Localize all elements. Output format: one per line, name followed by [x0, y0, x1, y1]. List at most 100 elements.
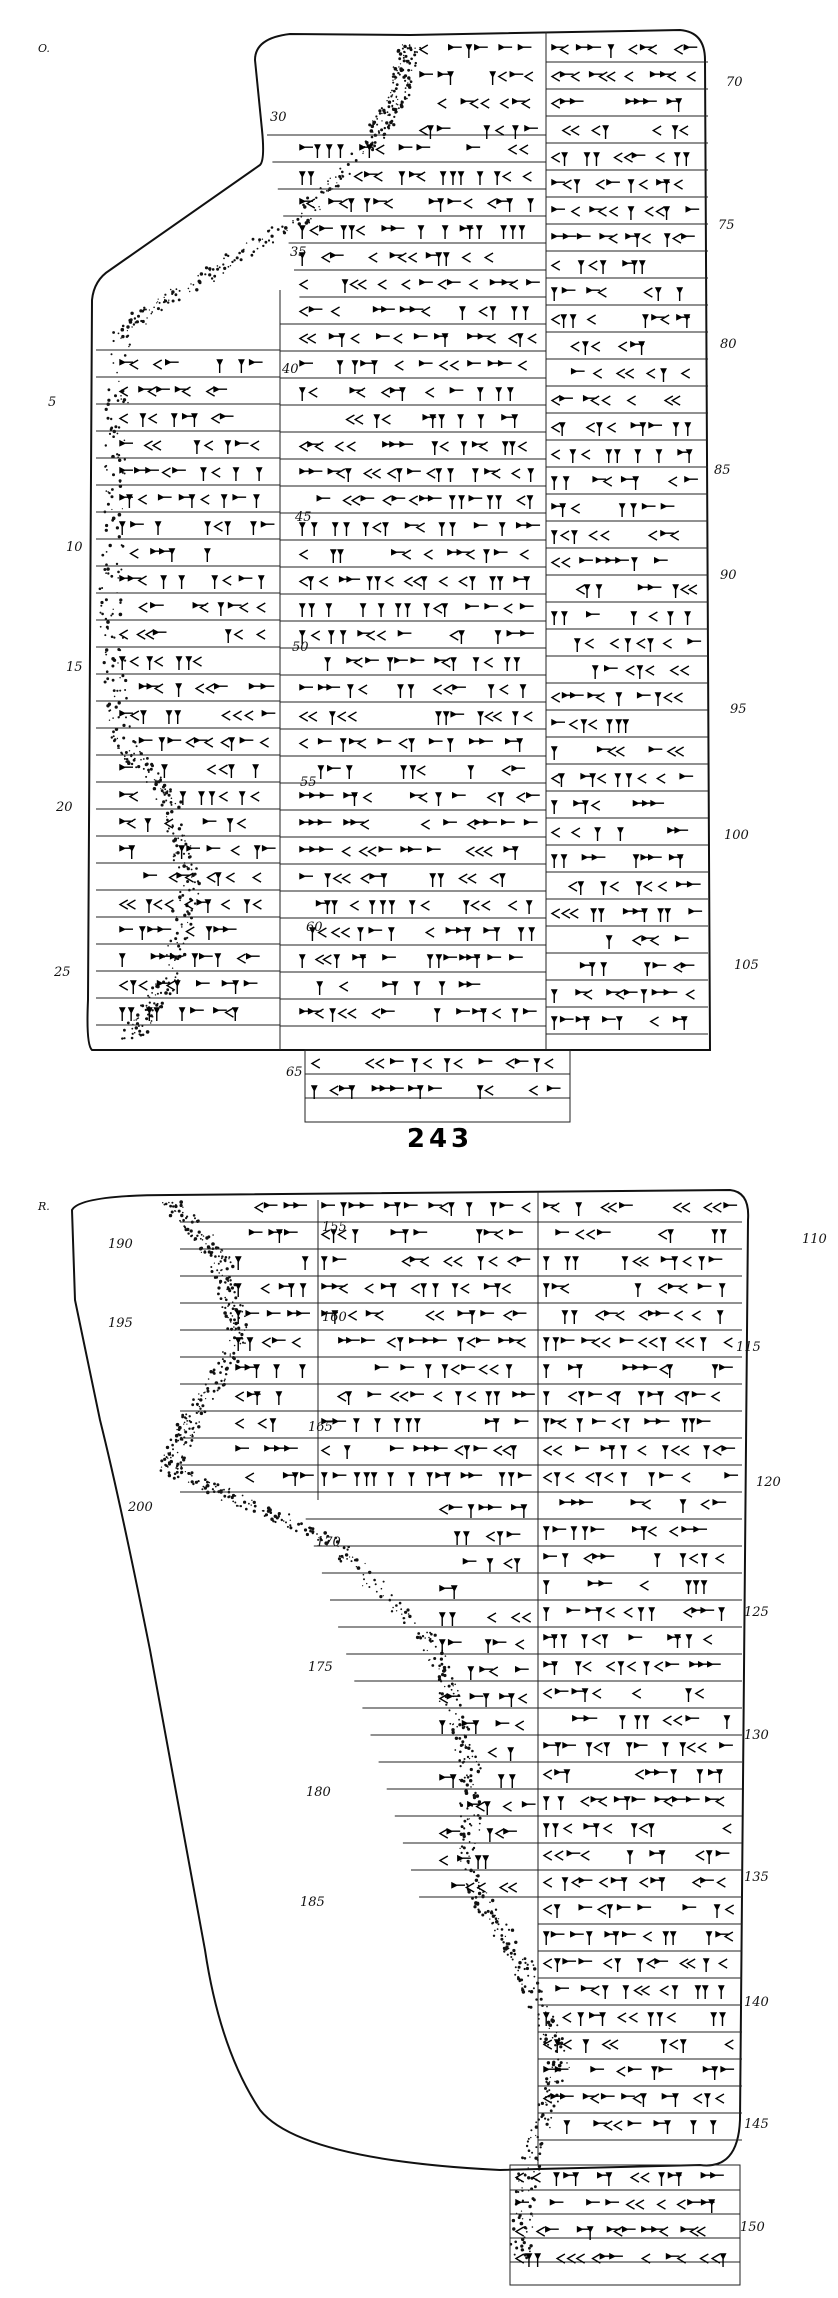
cuneiform-sign: [639, 422, 647, 436]
cuneiform-sign: [625, 665, 635, 676]
stipple-dot: [467, 1831, 471, 1836]
stipple-dot: [458, 1703, 462, 1707]
stipple-dot: [433, 1657, 437, 1660]
cuneiform-sign: [591, 1688, 602, 1699]
stipple-dot: [104, 528, 108, 532]
cuneiform-sign: [550, 422, 561, 433]
stipple-dot: [166, 818, 169, 822]
cuneiform-sign: [519, 602, 534, 610]
stipple-dot: [103, 568, 107, 571]
cuneiform-sign: [672, 422, 680, 436]
cuneiform-sign: [485, 1391, 493, 1405]
cuneiform-sign: [605, 1607, 615, 1618]
cuneiform-sign: [476, 387, 484, 401]
cuneiform-sign: [382, 495, 392, 506]
cuneiform-sign: [412, 576, 423, 587]
cuneiform-sign: [691, 1310, 701, 1321]
cuneiform-sign: [441, 603, 449, 617]
stipple-dot: [113, 636, 116, 639]
cuneiform-sign: [483, 818, 498, 826]
cuneiform-sign: [126, 899, 136, 910]
cuneiform-sign: [473, 1444, 488, 1452]
cuneiform-sign: [183, 899, 194, 910]
cuneiform-sign: [483, 125, 491, 139]
stipple-dot: [505, 1942, 509, 1945]
stipple-dot: [530, 1960, 534, 1963]
cuneiform-sign: [359, 819, 370, 830]
cuneiform-sign: [623, 71, 634, 82]
cuneiform-sign: [600, 1552, 615, 1560]
cuneiform-sign: [293, 1201, 308, 1209]
cuneiform-sign: [232, 493, 247, 501]
cuneiform-sign: [518, 144, 529, 155]
cuneiform-sign: [514, 2226, 525, 2237]
stipple-dot: [408, 69, 411, 71]
stipple-dot: [145, 1017, 147, 1020]
cuneiform-sign: [577, 881, 585, 895]
cuneiform-sign: [617, 1661, 625, 1675]
stipple-dot: [559, 2045, 563, 2049]
cuneiform-sign: [465, 846, 475, 857]
cuneiform-sign: [395, 468, 403, 482]
cuneiform-sign: [374, 1058, 385, 1069]
cuneiform-sign: [384, 576, 394, 587]
cuneiform-sign: [550, 746, 558, 760]
cuneiform-sign: [633, 1715, 641, 1729]
stipple-dot: [112, 658, 117, 662]
cuneiform-sign: [266, 1309, 281, 1317]
cuneiform-sign: [601, 2039, 611, 2050]
cuneiform-sign: [376, 630, 386, 641]
cuneiform-sign: [486, 1558, 494, 1572]
line-number: 85: [714, 463, 731, 478]
cuneiform-sign: [542, 1931, 550, 1945]
cuneiform-sign: [542, 1526, 550, 1540]
stipple-dot: [403, 44, 407, 49]
stipple-dot: [555, 2080, 560, 2084]
cuneiform-sign: [457, 1854, 471, 1862]
stipple-dot: [223, 257, 225, 260]
cuneiform-sign: [118, 953, 126, 967]
stipple-dot: [552, 2015, 555, 2018]
stipple-dot: [184, 1441, 188, 1444]
cuneiform-sign: [700, 1876, 714, 1884]
line-number: 135: [744, 1870, 769, 1885]
cuneiform-sign: [439, 1584, 453, 1592]
stipple-dot: [505, 1923, 508, 1926]
cuneiform-sign: [381, 305, 395, 313]
cuneiform-sign: [521, 1202, 531, 1213]
stipple-dot: [366, 1582, 368, 1585]
cuneiform-sign: [234, 1283, 242, 1297]
cuneiform-sign: [590, 1525, 605, 1533]
cuneiform-sign: [517, 360, 527, 371]
cuneiform-sign: [375, 144, 385, 155]
cuneiform-sign: [581, 341, 589, 355]
cuneiform-sign: [626, 395, 636, 406]
cuneiform-sign: [693, 1525, 708, 1533]
cuneiform-sign: [653, 1553, 661, 1567]
cuneiform-sign: [650, 799, 665, 807]
cuneiform-sign: [604, 664, 618, 672]
cuneiform-sign: [697, 1742, 707, 1753]
cuneiform-sign: [577, 1391, 585, 1405]
stipple-dot: [301, 212, 303, 215]
cuneiform-sign: [216, 359, 224, 373]
cuneiform-sign: [692, 1580, 700, 1594]
cuneiform-sign: [238, 791, 246, 805]
cuneiform-sign: [309, 225, 319, 236]
stipple-dot: [186, 1227, 190, 1232]
stipple-dot: [211, 1397, 214, 1400]
stipple-dot: [174, 976, 177, 979]
stipple-dot: [206, 1480, 209, 1484]
stipple-dot: [568, 2066, 570, 2069]
cuneiform-sign: [586, 2226, 594, 2240]
stipple-dot: [413, 53, 417, 57]
cuneiform-sign: [157, 925, 172, 933]
cuneiform-sign: [411, 1058, 419, 1072]
cuneiform-sign: [631, 151, 646, 159]
cuneiform-sign: [246, 1337, 254, 1351]
stipple-dot: [195, 288, 199, 292]
stipple-dot: [419, 1636, 423, 1640]
cuneiform-sign: [525, 2253, 533, 2267]
stipple-dot: [450, 1677, 454, 1680]
cuneiform-sign: [341, 873, 351, 884]
